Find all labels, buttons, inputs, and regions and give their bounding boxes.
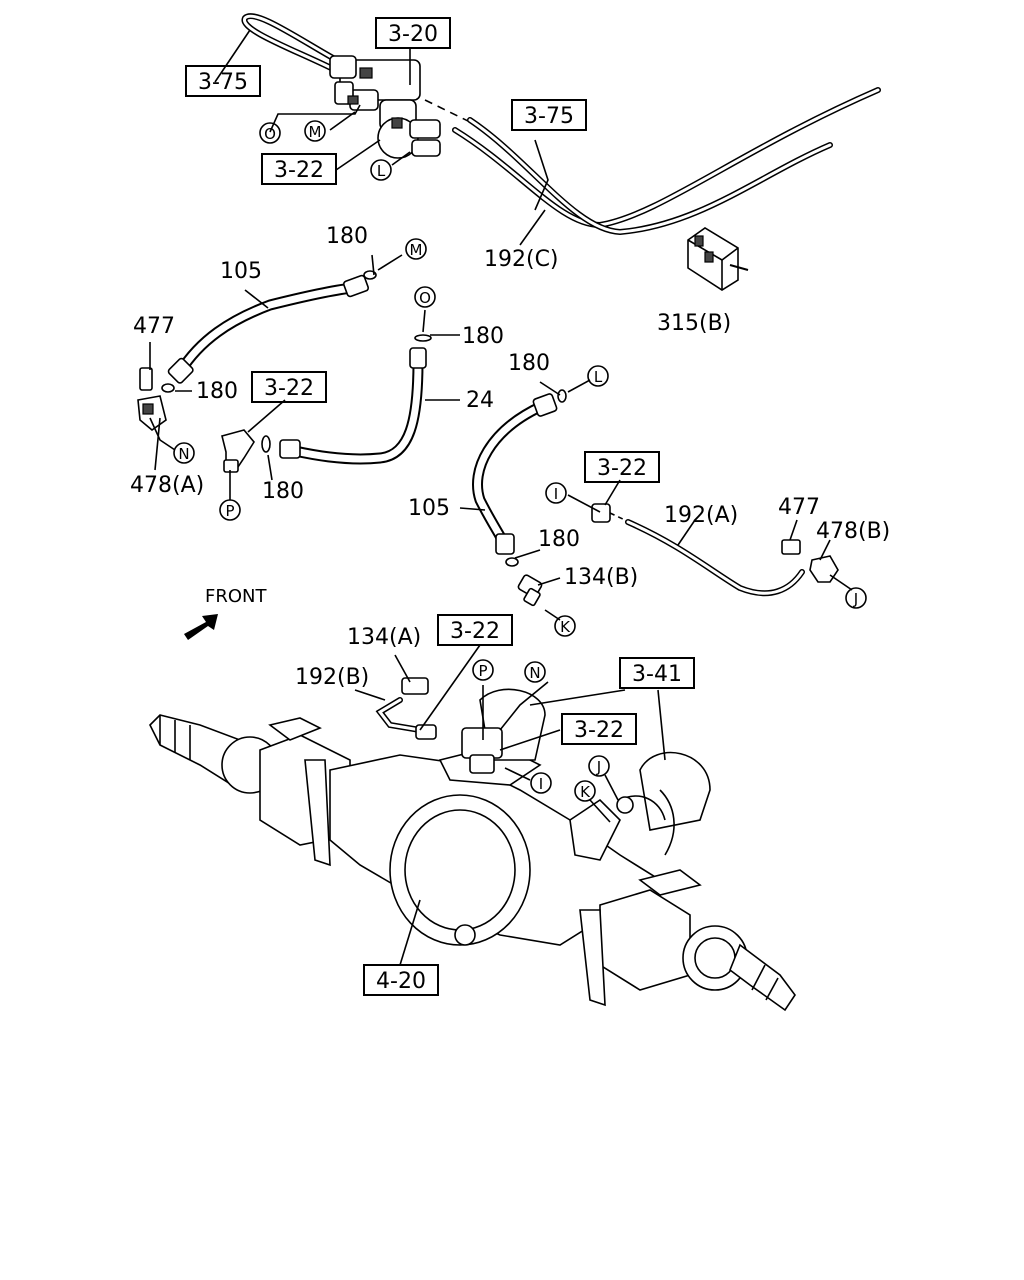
circle-markers: O M L M O L N P xyxy=(173,120,867,802)
ref-box-4-20: 4-20 xyxy=(363,964,439,996)
marker-I-axle: I xyxy=(530,772,552,794)
marker-P-mid: P xyxy=(219,499,241,521)
part-label-105-a: 105 xyxy=(220,259,262,284)
part-label-180-b: 180 xyxy=(462,324,504,349)
marker-P-axle: P xyxy=(472,659,494,681)
marker-J-axle-text: J xyxy=(596,758,601,776)
marker-L-mid: L xyxy=(587,365,609,387)
ref-box-3-75-left-text: 3-75 xyxy=(198,70,248,95)
ref-box-3-20-text: 3-20 xyxy=(388,22,438,47)
ref-box-3-22-axle-top: 3-22 xyxy=(437,614,513,646)
ref-box-3-22-mid-right: 3-22 xyxy=(584,451,660,483)
marker-P-mid-text: P xyxy=(225,502,234,520)
marker-I-mid-text: I xyxy=(554,485,558,503)
marker-M-top-text: M xyxy=(309,123,322,141)
rear-axle-assembly xyxy=(149,677,796,1012)
ref-box-3-22-axle-right: 3-22 xyxy=(561,713,637,745)
ref-box-3-75-right-text: 3-75 xyxy=(524,104,574,129)
reference-boxes: 3-20 3-75 3-75 3-22 3-22 3-22 3-22 3-41 xyxy=(185,17,695,996)
part-label-478b: 478(B) xyxy=(816,519,890,544)
part-label-105-b: 105 xyxy=(408,496,450,521)
marker-M-top: M xyxy=(304,120,326,142)
hose-24 xyxy=(279,334,432,465)
marker-O-mid-text: O xyxy=(419,289,431,307)
ref-box-4-20-text: 4-20 xyxy=(376,969,426,994)
ref-box-3-20: 3-20 xyxy=(375,17,451,49)
marker-P-axle-text: P xyxy=(478,662,487,680)
marker-J-mid: J xyxy=(845,587,867,609)
part-label-180-c: 180 xyxy=(196,379,238,404)
part-label-180-a: 180 xyxy=(326,224,368,249)
marker-J-axle: J xyxy=(588,755,610,777)
elbow-fitting-left xyxy=(221,429,271,473)
part-labels: 180 105 477 180 180 24 180 180 478(A) 18… xyxy=(130,224,890,690)
part-label-192a: 192(A) xyxy=(664,503,738,528)
ref-box-3-22-mid-right-text: 3-22 xyxy=(597,456,647,481)
fitting-478a xyxy=(137,367,167,432)
ref-box-3-75-left: 3-75 xyxy=(185,65,261,97)
marker-M-mid-text: M xyxy=(410,241,423,259)
clamp-315b xyxy=(687,227,749,291)
marker-K-axle: K xyxy=(574,780,596,802)
hose-105-upper xyxy=(161,270,377,393)
ref-box-3-22-axle-right-text: 3-22 xyxy=(574,718,624,743)
marker-K-mid: K xyxy=(554,615,576,637)
ref-box-3-41: 3-41 xyxy=(619,657,695,689)
ref-box-3-22-axle-top-text: 3-22 xyxy=(450,619,500,644)
part-label-192c: 192(C) xyxy=(484,247,559,272)
part-label-134b-number: 134(B) xyxy=(564,565,638,590)
part-label-477-b: 477 xyxy=(778,495,820,520)
marker-I-axle-text: I xyxy=(539,775,543,793)
marker-N-axle: N xyxy=(524,661,546,683)
part-label-180-d: 180 xyxy=(508,351,550,376)
ref-box-3-22-mid-left: 3-22 xyxy=(251,371,327,403)
leader-lines xyxy=(149,29,853,966)
pipe-192a xyxy=(591,503,839,597)
marker-K-axle-text: K xyxy=(580,783,591,801)
marker-O-mid: O xyxy=(414,286,436,308)
marker-L-top-text: L xyxy=(377,162,386,180)
part-label-134a: 134(A) xyxy=(347,625,421,650)
part-label-24: 24 xyxy=(466,388,494,413)
part-label-315b: 315(B) xyxy=(657,311,731,336)
marker-O-top: O xyxy=(259,122,281,144)
marker-K-mid-text: K xyxy=(560,618,571,636)
marker-N-axle-text: N xyxy=(529,664,540,682)
marker-N-mid-text: N xyxy=(178,445,189,463)
front-label: FRONT xyxy=(205,586,267,607)
part-label-478a: 478(A) xyxy=(130,473,204,498)
ref-box-3-22-mid-left-text: 3-22 xyxy=(264,376,314,401)
ref-box-3-22-top: 3-22 xyxy=(261,153,337,185)
hose-105-middle xyxy=(472,389,567,567)
top-pipe-assembly xyxy=(241,13,881,236)
marker-O-top-text: O xyxy=(264,125,276,143)
part-label-477-a: 477 xyxy=(133,314,175,339)
marker-L-mid-text: L xyxy=(594,368,603,386)
marker-N-mid: N xyxy=(173,442,195,464)
ref-box-3-75-right: 3-75 xyxy=(511,99,587,131)
ref-box-3-41-text: 3-41 xyxy=(632,662,682,687)
part-label-180-e: 180 xyxy=(262,479,304,504)
marker-J-mid-text: J xyxy=(853,590,858,608)
part-label-192b: 192(B) xyxy=(295,665,369,690)
marker-I-mid: I xyxy=(545,482,567,504)
part-label-180-f: 180 xyxy=(538,527,580,552)
ref-box-3-22-top-text: 3-22 xyxy=(274,158,324,183)
marker-M-mid: M xyxy=(405,238,427,260)
front-arrow xyxy=(184,614,218,640)
fitting-134b xyxy=(517,574,543,607)
marker-L-top: L xyxy=(370,159,392,181)
